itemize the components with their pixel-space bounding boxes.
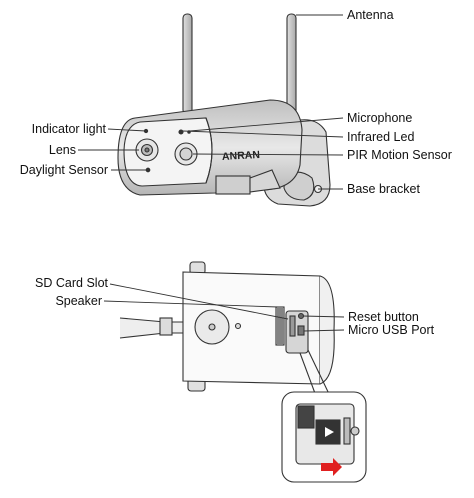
label-sd-card-slot: SD Card Slot [35,276,108,290]
label-antenna: Antenna [347,8,394,22]
sd-card-zoom-inset [281,391,367,483]
sd-card-shape [315,419,341,445]
port-panel [285,310,309,354]
label-base-bracket: Base bracket [347,182,420,196]
camera-rear-view [119,261,335,397]
bottom-leader-lines [103,283,345,332]
label-reset-button: Reset button [348,310,419,324]
label-lens: Lens [48,143,76,157]
label-micro-usb-port: Micro USB Port [348,323,435,337]
mounting-arm [119,317,191,339]
label-microphone: Microphone [347,111,413,125]
reset-button-shape [297,312,305,320]
brand-logo: ANRAN [222,149,260,163]
top-leader-lines [78,14,344,190]
camera-front-view [117,13,331,207]
micro-usb-shape [297,325,305,336]
insert-direction-arrow [321,458,342,476]
label-speaker: Speaker [55,294,102,308]
infrared-led-dot [178,129,184,135]
label-indicator-light: Indicator light [31,122,106,136]
label-daylight-sensor: Daylight Sensor [19,163,108,177]
left-antenna [182,13,193,115]
label-infrared-led: Infrared Led [347,130,415,144]
label-pir-motion-sensor: PIR Motion Sensor [347,148,452,162]
